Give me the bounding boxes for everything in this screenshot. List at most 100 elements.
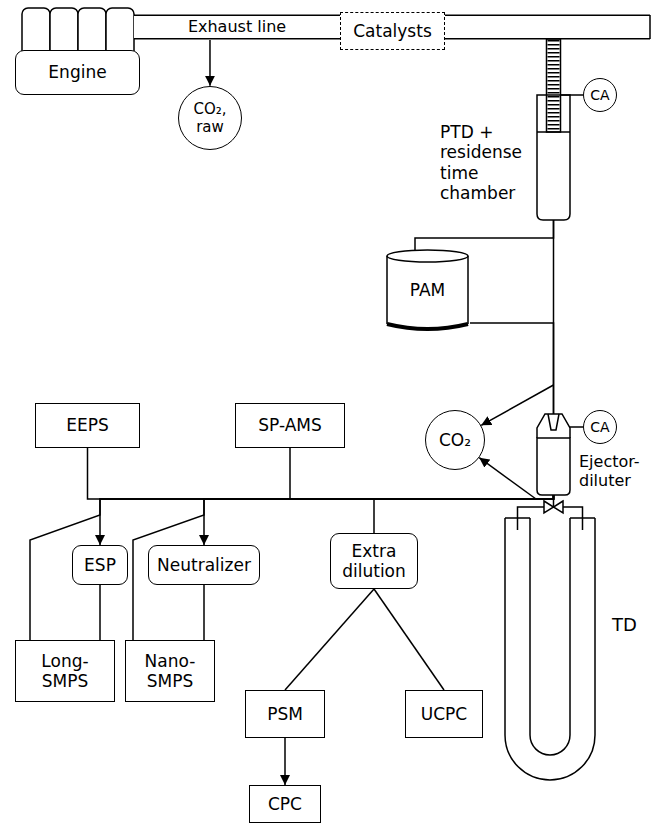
connector <box>290 448 554 499</box>
connector <box>88 448 554 499</box>
connector-line <box>479 458 536 499</box>
connector <box>285 738 286 785</box>
connector-line <box>285 589 374 690</box>
connector <box>415 220 554 250</box>
instrument-box: UCPC <box>405 690 483 738</box>
node-label: SP-AMS <box>258 415 322 435</box>
node-label: Engine <box>48 62 106 82</box>
instrument-box: SP-AMS <box>235 403 345 448</box>
reactor-cylinder: PAM <box>385 248 470 333</box>
connector <box>470 323 554 414</box>
edge-label: Exhaust line <box>188 17 286 36</box>
precipitator-box: ESP <box>72 545 128 585</box>
connector-line <box>284 738 286 785</box>
node-label: Nano- SMPS <box>139 651 201 692</box>
instrument-box: Long- SMPS <box>15 640 115 702</box>
outline-stroke <box>537 414 570 438</box>
connector <box>100 495 554 545</box>
outline-stroke <box>505 518 595 780</box>
node-label: Long- SMPS <box>34 651 96 692</box>
outline-stroke <box>548 414 559 430</box>
node-label: TD <box>612 614 637 636</box>
ejector-diluter: Ejector- diluter <box>533 410 658 498</box>
connector-line <box>569 426 583 428</box>
connector <box>30 495 554 640</box>
air-inlet-circle: CA <box>583 410 617 444</box>
node-label: Extra dilution <box>337 541 411 582</box>
connector-line <box>562 507 583 518</box>
valve-half <box>554 501 564 513</box>
engine-block: Engine <box>15 50 140 95</box>
connector <box>209 40 210 86</box>
node-label: Ejector- diluter <box>579 452 657 490</box>
node-label: EEPS <box>66 415 109 435</box>
outline-stroke <box>387 324 468 329</box>
connector <box>100 585 101 640</box>
connector-line <box>203 585 205 640</box>
connector-line <box>649 15 651 39</box>
dilutor-cylinder: PTD + residense time chamber <box>440 92 575 222</box>
connector-line <box>518 507 546 518</box>
pipe-bore <box>445 16 650 38</box>
connector-line <box>133 495 554 640</box>
catalyst-box: Catalysts <box>340 12 445 50</box>
thermodenuder-tube: TD <box>500 518 650 788</box>
outline-stroke <box>537 95 570 220</box>
outline-stroke <box>537 131 570 133</box>
valve-half <box>544 501 554 513</box>
node-label: CA <box>590 87 609 104</box>
outline-stroke <box>505 517 595 519</box>
connector-line <box>470 323 554 414</box>
connector-line <box>88 448 554 499</box>
connector-line <box>374 589 444 690</box>
air-inlet-circle: CA <box>583 78 617 112</box>
connector <box>479 458 536 499</box>
node-label: PTD + residense time chamber <box>440 122 532 204</box>
connector <box>374 589 444 690</box>
connector-line <box>30 495 554 640</box>
connector <box>445 15 650 132</box>
probe-fill <box>548 40 560 132</box>
node-label: CO₂ <box>439 430 471 450</box>
neutralizer-box: Neutralizer <box>148 545 260 585</box>
shape-outline <box>500 518 650 788</box>
connector-line <box>415 220 554 250</box>
valve-symbol <box>544 501 563 513</box>
connector <box>374 495 554 533</box>
outline-stroke <box>530 518 570 755</box>
node-label: CO₂, raw <box>187 100 233 136</box>
instrument-box: CPC <box>249 785 321 823</box>
sampling-probe <box>547 39 561 132</box>
connector <box>285 589 374 690</box>
node-label: Neutralizer <box>157 555 251 575</box>
dilution-box: Extra dilution <box>330 533 418 589</box>
connector-line <box>290 448 554 499</box>
connector-line <box>99 585 101 640</box>
outline-stroke <box>387 250 468 262</box>
pipe-bore <box>134 16 340 38</box>
connector-line <box>100 495 554 545</box>
node-label: UCPC <box>421 704 467 724</box>
analyzer-circle: CO₂, raw <box>178 86 242 150</box>
pipe-wall <box>134 15 340 40</box>
node-label: CPC <box>268 794 302 814</box>
outline-stroke <box>518 518 583 530</box>
node-label: ESP <box>84 555 116 575</box>
connector <box>569 427 583 428</box>
instrument-box: PSM <box>245 690 325 738</box>
connector-line <box>374 495 554 533</box>
outline-stroke <box>387 256 468 324</box>
pipe-wall <box>445 15 650 40</box>
connector <box>133 495 554 640</box>
instrument-box: Nano- SMPS <box>125 640 215 702</box>
node-label: Catalysts <box>353 21 432 41</box>
connector-line <box>209 40 211 86</box>
instrument-box: EEPS <box>35 403 140 448</box>
outline-stroke <box>537 438 570 495</box>
analyzer-circle: CO₂ <box>425 410 485 470</box>
node-label: PSM <box>267 704 303 724</box>
node-label: PAM <box>410 280 445 300</box>
node-label: CA <box>590 419 609 436</box>
connector <box>204 585 205 640</box>
